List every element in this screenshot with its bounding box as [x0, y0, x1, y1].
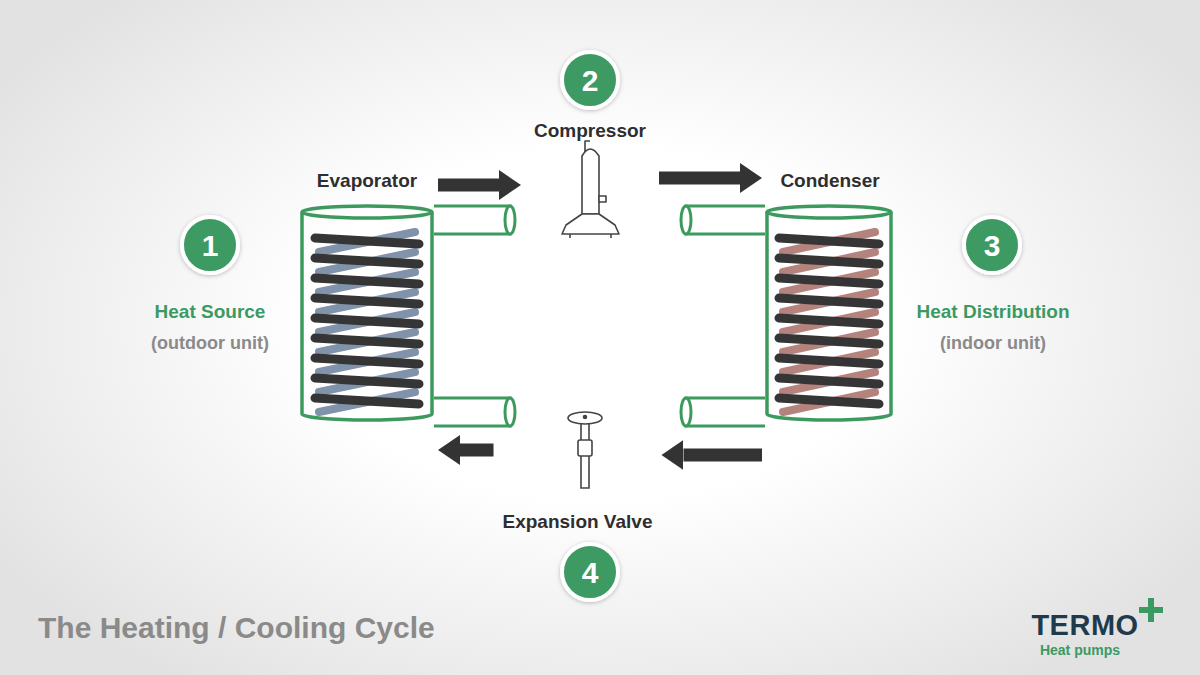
component-label: Condenser: [780, 168, 879, 194]
component-label: Evaporator: [317, 168, 417, 194]
compressor-node: Compressor: [525, 118, 655, 240]
pipe-end: [681, 206, 691, 234]
component-label: Expansion Valve: [503, 509, 653, 535]
compressor-symbol: [562, 141, 619, 238]
coil-winding: [315, 318, 419, 324]
coil-winding: [315, 238, 419, 244]
diagram-title: The Heating / Cooling Cycle: [38, 610, 435, 646]
condenser-pipes: [681, 206, 765, 426]
callout-number: 4: [582, 556, 599, 591]
compressor-body: [582, 149, 599, 214]
callout-circle: [562, 544, 618, 600]
coil-winding: [315, 338, 419, 344]
expansion-valve-symbol: [568, 412, 602, 488]
callout-circle: [562, 52, 618, 108]
stage-note: (indoor unit): [940, 333, 1046, 354]
evaporator-coil: [315, 232, 419, 412]
evaporator-node: Evaporator: [300, 168, 434, 468]
coil-winding: [315, 378, 419, 384]
compressor-foot: [569, 234, 571, 238]
evaporator-outline: [302, 206, 432, 420]
flow-arrow: [438, 179, 499, 192]
coil-winding: [315, 258, 419, 264]
callout-number: 2: [582, 64, 599, 99]
coil-winding: [779, 258, 879, 264]
condenser-outline: [767, 206, 891, 420]
compressor-outlet: [599, 196, 606, 202]
compressor-base: [562, 214, 619, 234]
logo-plus: [1139, 598, 1163, 622]
callout-circle: [182, 217, 238, 273]
coil-winding: [779, 338, 879, 344]
callout-circles: [182, 52, 1020, 600]
stage-heading: Heat Distribution: [916, 301, 1069, 323]
pipe: [686, 206, 765, 234]
compressor-foot: [610, 234, 612, 238]
stage-note: (outdoor unit): [151, 333, 269, 354]
logo-tagline: Heat pumps: [1040, 642, 1120, 658]
coil-winding: [779, 298, 879, 304]
coil-winding: [779, 278, 879, 284]
logo-wordmark: TERMO: [1031, 609, 1138, 642]
callout-number: 3: [984, 229, 1001, 264]
cylinder-top: [767, 206, 891, 218]
cylinder-bottom: [302, 414, 432, 420]
stage-heading: Heat Source: [155, 301, 266, 323]
cylinder-side: [765, 212, 769, 414]
plus-bar: [1139, 607, 1163, 613]
cylinder-side: [300, 212, 304, 414]
coil-winding: [315, 358, 419, 364]
cylinder-top: [302, 206, 432, 218]
flow-arrow: [683, 449, 762, 462]
cylinder-side: [430, 212, 434, 414]
condenser-node: Condenser: [766, 168, 894, 468]
coil-winding: [779, 358, 879, 364]
pipe-end: [681, 398, 691, 426]
expansion-valve-node: Expansion Valve: [498, 400, 658, 535]
condenser-coil: [779, 232, 879, 412]
valve-disc: [568, 412, 602, 424]
pipe: [686, 398, 765, 426]
valve-body: [578, 440, 592, 456]
callout-circle: [964, 217, 1020, 273]
valve-dot: [584, 416, 587, 419]
coil-winding: [779, 318, 879, 324]
flow-arrow: [659, 172, 740, 185]
pipe-end: [505, 206, 515, 234]
cylinder-bottom: [767, 414, 891, 420]
callout-number: 1: [202, 229, 219, 264]
coil-winding: [779, 398, 879, 404]
flow-arrow: [460, 444, 494, 457]
pipe: [434, 206, 510, 234]
coil-winding: [315, 278, 419, 284]
component-label: Compressor: [534, 118, 646, 144]
pipe: [434, 398, 510, 426]
coil-winding: [779, 238, 879, 244]
pipe-end: [505, 398, 515, 426]
coil-winding: [315, 298, 419, 304]
coil-winding: [315, 398, 419, 404]
evaporator-pipes: [434, 206, 515, 426]
cylinder-side: [889, 212, 893, 414]
coil-winding: [779, 378, 879, 384]
